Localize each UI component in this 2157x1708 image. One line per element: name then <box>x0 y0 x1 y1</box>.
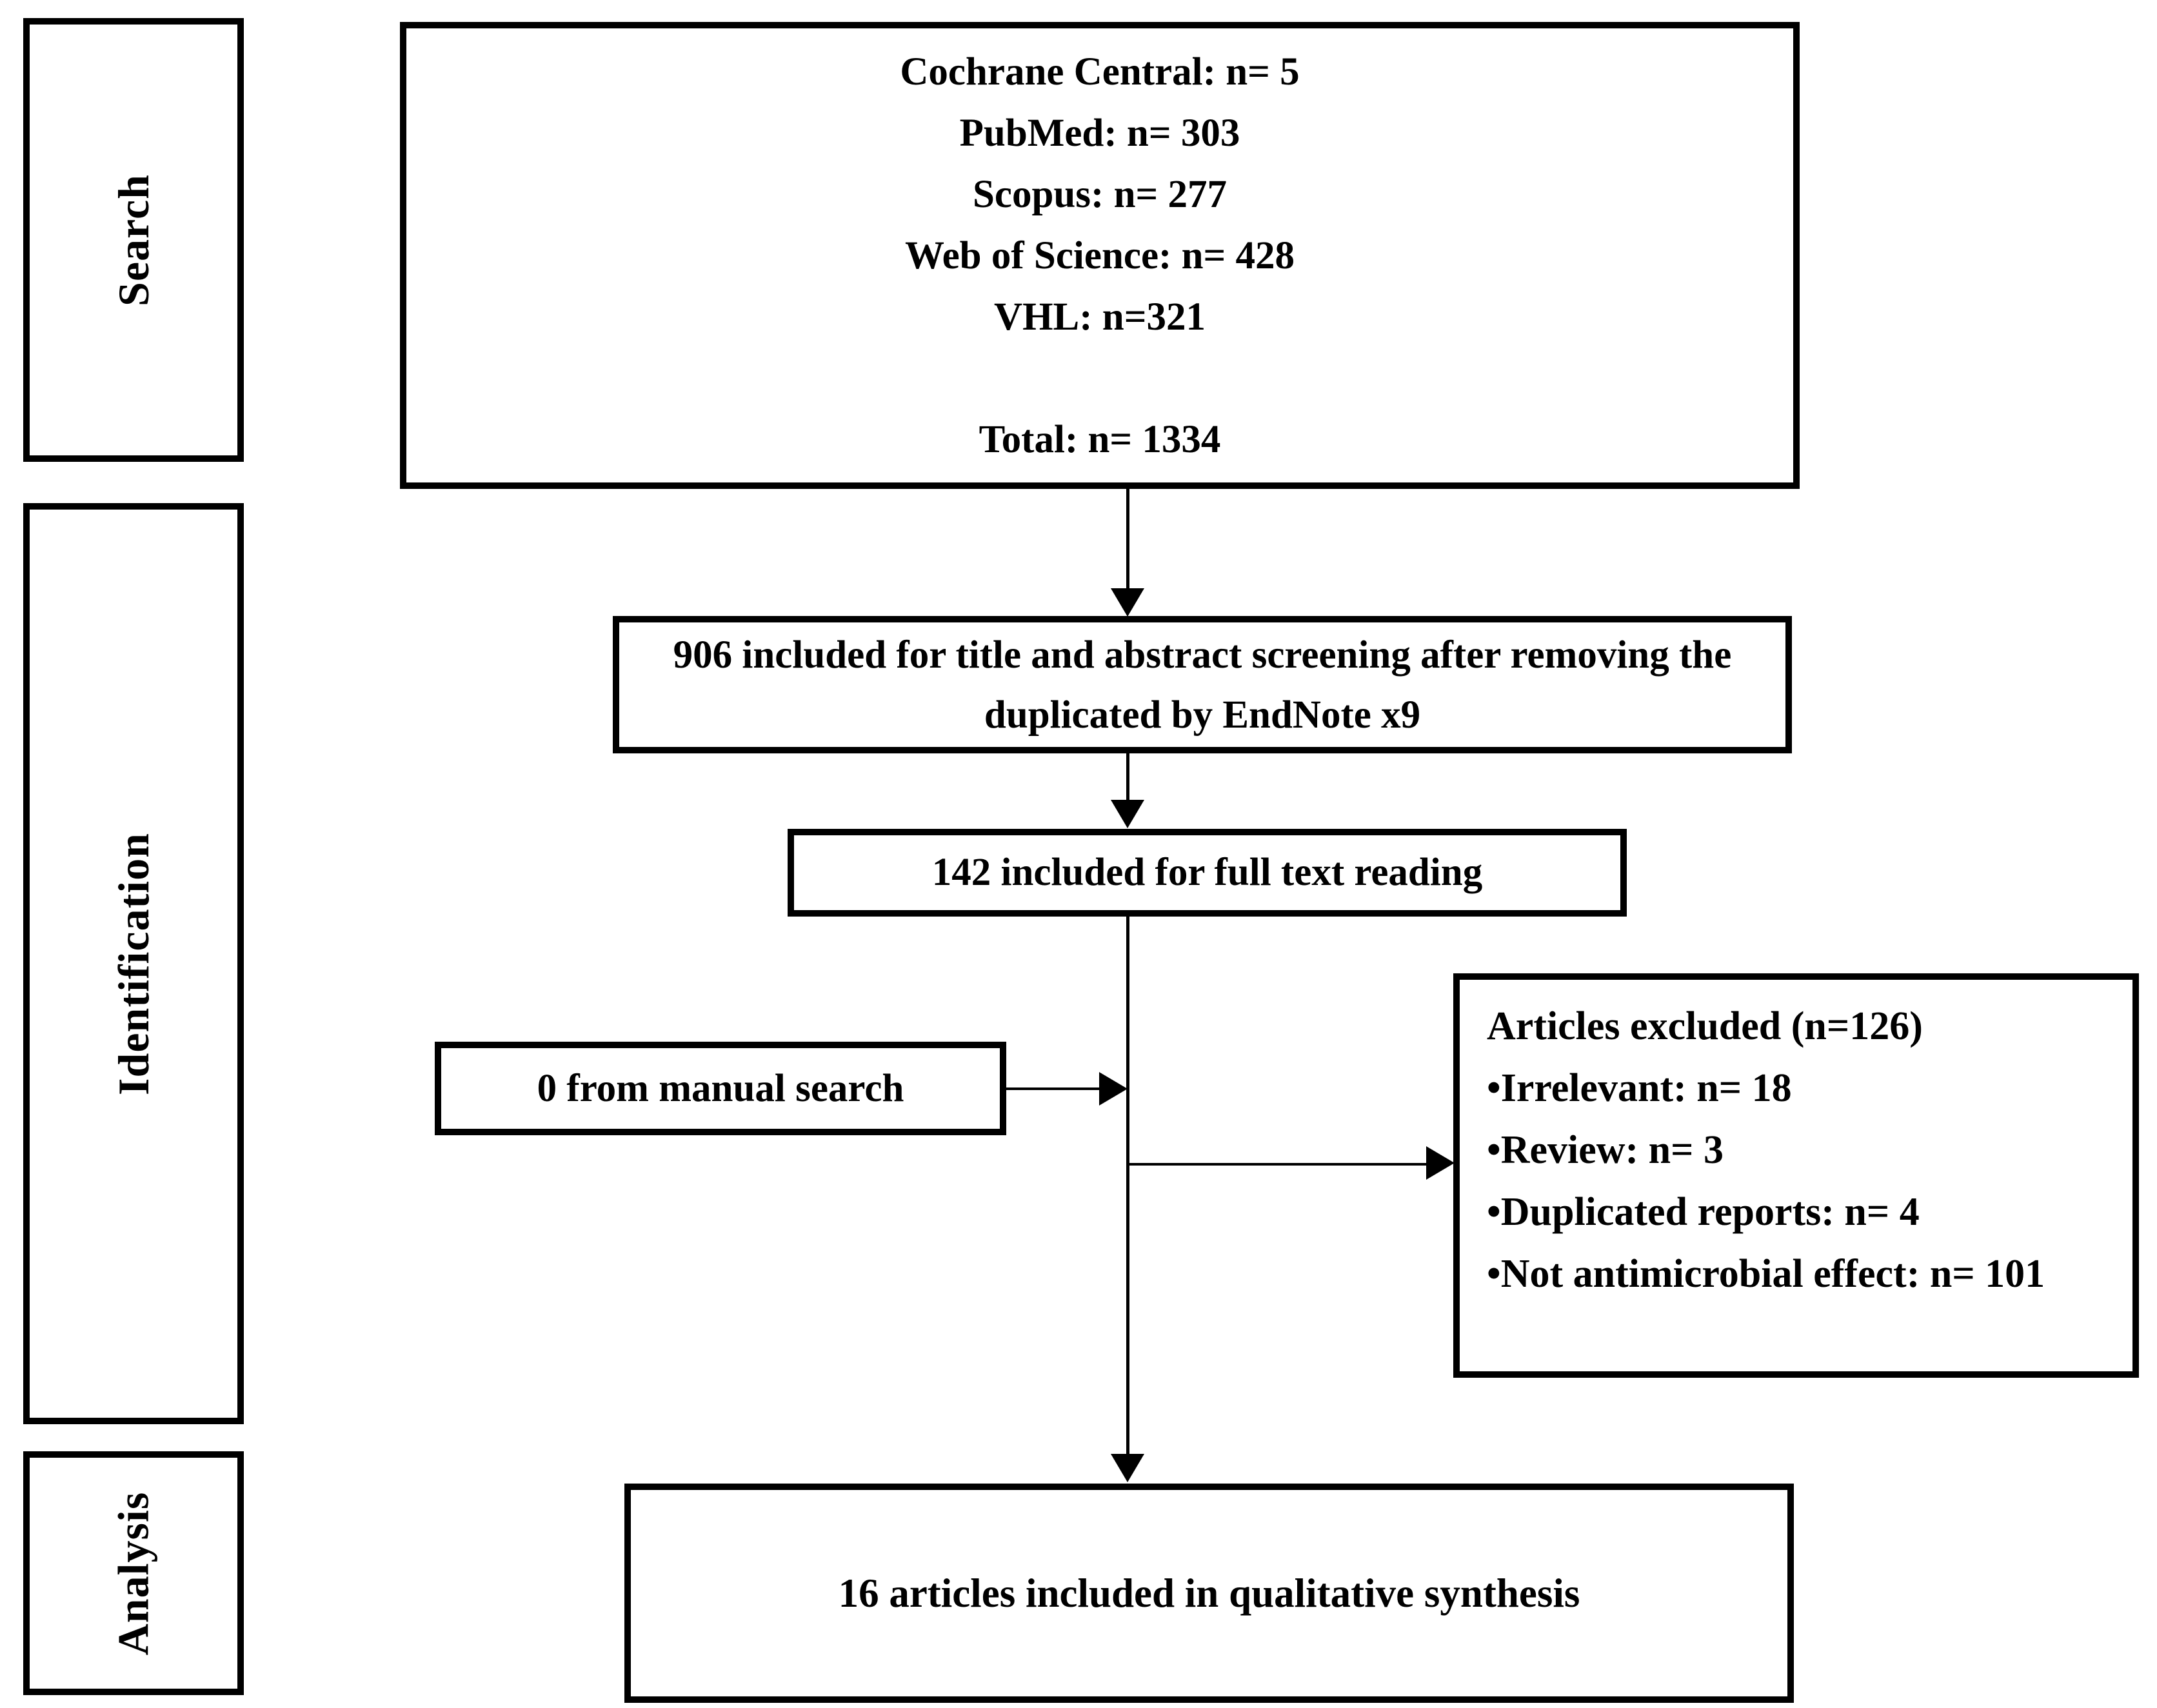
qualitative-synthesis-box: 16 articles included in qualitative synt… <box>624 1484 1794 1703</box>
connector-screening-to-fulltext <box>1126 753 1129 802</box>
stage-box-search: Search <box>23 18 244 462</box>
source-line-scopus: Scopus: n= 277 <box>972 173 1228 216</box>
excluded-item-not-antimicrobial: •Not antimicrobial effect: n= 101 <box>1487 1252 2045 1296</box>
stage-box-identification: Identification <box>23 503 244 1424</box>
arrowhead-down-icon <box>1111 800 1144 828</box>
fulltext-reading-box: 142 included for full text reading <box>788 829 1627 917</box>
source-line-wos: Web of Science: n= 428 <box>904 234 1295 277</box>
screening-text: 906 included for title and abstract scre… <box>673 633 1732 737</box>
connector-mainline-to-excluded <box>1128 1163 1429 1166</box>
source-line-vhl: VHL: n=321 <box>994 295 1206 339</box>
excluded-item-irrelevant: •Irrelevant: n= 18 <box>1487 1066 1792 1110</box>
connector-manual-to-mainline <box>1006 1087 1102 1090</box>
arrowhead-down-icon <box>1111 1454 1144 1482</box>
arrowhead-right-icon <box>1426 1146 1455 1180</box>
arrowhead-down-icon <box>1111 588 1144 617</box>
connector-fulltext-to-included <box>1126 917 1129 1457</box>
source-line-total: Total: n= 1334 <box>979 418 1221 461</box>
search-sources-box: Cochrane Central: n= 5 PubMed: n= 303 Sc… <box>400 22 1800 489</box>
excluded-title: Articles excluded (n=126) <box>1487 1004 1923 1048</box>
source-line-cochrane: Cochrane Central: n= 5 <box>900 50 1300 94</box>
fulltext-text: 142 included for full text reading <box>931 851 1483 894</box>
manual-search-box: 0 from manual search <box>435 1042 1006 1135</box>
excluded-item-duplicated: •Duplicated reports: n= 4 <box>1487 1190 1920 1234</box>
included-text: 16 articles included in qualitative synt… <box>838 1570 1580 1616</box>
stage-box-analysis: Analysis <box>23 1451 244 1695</box>
articles-excluded-box: Articles excluded (n=126) •Irrelevant: n… <box>1453 973 2139 1378</box>
manual-search-text: 0 from manual search <box>537 1066 904 1110</box>
source-line-blank <box>413 348 1787 409</box>
stage-label-identification: Identification <box>108 832 158 1095</box>
stage-label-search: Search <box>108 174 158 306</box>
stage-label-analysis: Analysis <box>108 1491 158 1655</box>
source-line-pubmed: PubMed: n= 303 <box>959 112 1240 155</box>
connector-sources-to-screening <box>1126 489 1129 591</box>
excluded-item-review: •Review: n= 3 <box>1487 1128 1724 1172</box>
arrowhead-right-icon <box>1099 1072 1128 1106</box>
title-abstract-screening-box: 906 included for title and abstract scre… <box>613 616 1792 753</box>
